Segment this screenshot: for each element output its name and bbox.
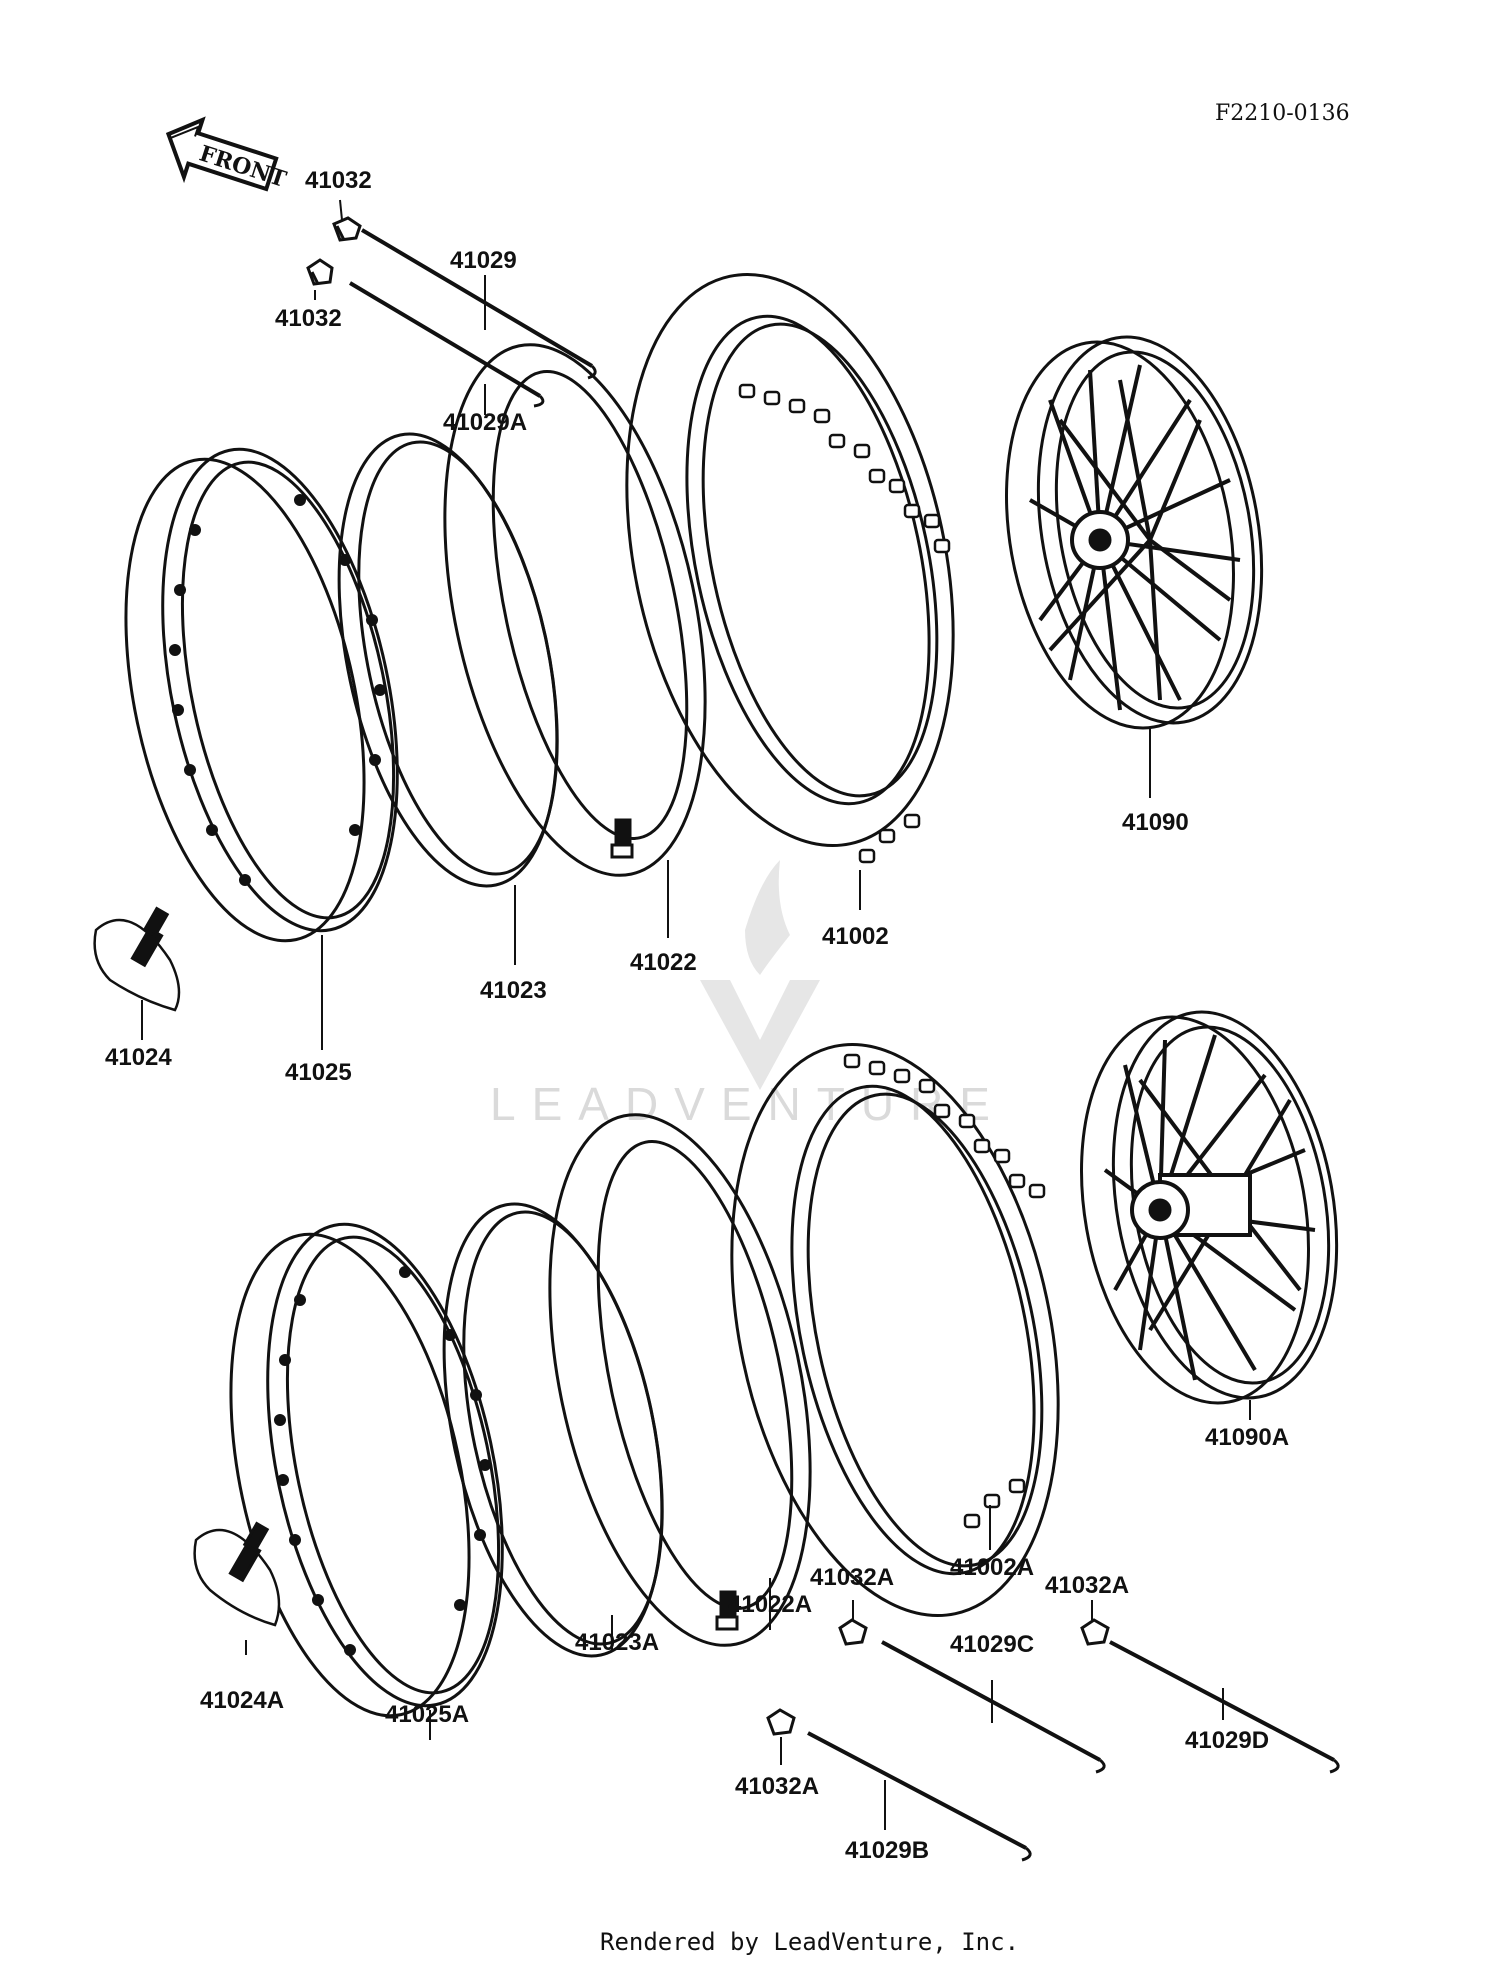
watermark-text: LEADVENTURE [490, 1078, 1006, 1130]
wheel-spokes [1029, 364, 1241, 711]
label-41029D: 41029D [1185, 1727, 1269, 1754]
label-41002A: 41002A [950, 1554, 1034, 1581]
spoke-nipple-41032A-1 [838, 1618, 868, 1646]
spoke-nipple-41032A-3 [766, 1708, 796, 1736]
label-41029: 41029 [450, 247, 517, 274]
label-41029C: 41029C [950, 1631, 1034, 1658]
label-41090A: 41090A [1205, 1424, 1289, 1451]
tube-41022 [443, 343, 707, 877]
watermark-logo-icon [700, 860, 820, 1090]
label-41032-mid: 41032 [275, 305, 342, 332]
rim-band-41023 [337, 432, 559, 888]
label-41032A-1: 41032A [810, 1564, 894, 1591]
spoke-41029B [807, 1731, 1032, 1862]
label-41023: 41023 [480, 977, 547, 1004]
upper-assembly [93, 199, 1264, 1050]
label-41029B: 41029B [845, 1837, 929, 1864]
rim-holes [169, 494, 386, 886]
valve-stem [715, 1590, 739, 1631]
footer-credit: Rendered by LeadVenture, Inc. [600, 1928, 1019, 1956]
rim-41025A [229, 1222, 504, 1718]
spoke-nipple-41032-top [332, 216, 362, 242]
rim-41025 [124, 447, 399, 943]
spoke-41029A [348, 281, 545, 408]
label-41022A: 41022A [728, 1591, 812, 1618]
diagram-ref-code: F2210-0136 [1215, 101, 1350, 126]
label-41022: 41022 [630, 949, 697, 976]
front-arrow-icon: FRONT [165, 116, 290, 193]
label-41024: 41024 [105, 1044, 172, 1071]
label-41002: 41002 [822, 923, 889, 950]
rim-holes [274, 1266, 491, 1656]
part-labels: 41032 41029 41032 41029A 41090 41002 410… [105, 167, 1289, 1864]
tire-41002 [625, 273, 955, 864]
watermark: LEADVENTURE [490, 860, 1006, 1130]
lower-assembly [193, 1010, 1340, 1862]
label-41032A-3: 41032A [735, 1773, 819, 1800]
label-41090: 41090 [1122, 809, 1189, 836]
tube-41022A [548, 1113, 812, 1647]
tire-knobs [738, 383, 951, 864]
rim-lock-41024 [93, 906, 181, 1012]
valve-stem [610, 818, 634, 859]
label-41024A: 41024A [200, 1687, 284, 1714]
label-41032A-2: 41032A [1045, 1572, 1129, 1599]
wheel-41090A [1080, 1010, 1339, 1405]
label-41025A: 41025A [385, 1701, 469, 1728]
tire-knobs [843, 1053, 1046, 1529]
spoke-41029C [881, 1640, 1106, 1774]
label-41023A: 41023A [575, 1629, 659, 1656]
spoke-41029 [360, 228, 597, 380]
label-41025: 41025 [285, 1059, 352, 1086]
wheel-41090 [1005, 335, 1264, 730]
label-41029A: 41029A [443, 409, 527, 436]
rim-band-41023A [442, 1202, 664, 1658]
rim-lock-41024A [193, 1521, 281, 1627]
spoke-nipple-41032-mid [306, 258, 334, 286]
tire-41002A [730, 1043, 1060, 1617]
spoke-nipple-41032A-2 [1080, 1618, 1110, 1646]
label-41032-top: 41032 [305, 167, 372, 194]
